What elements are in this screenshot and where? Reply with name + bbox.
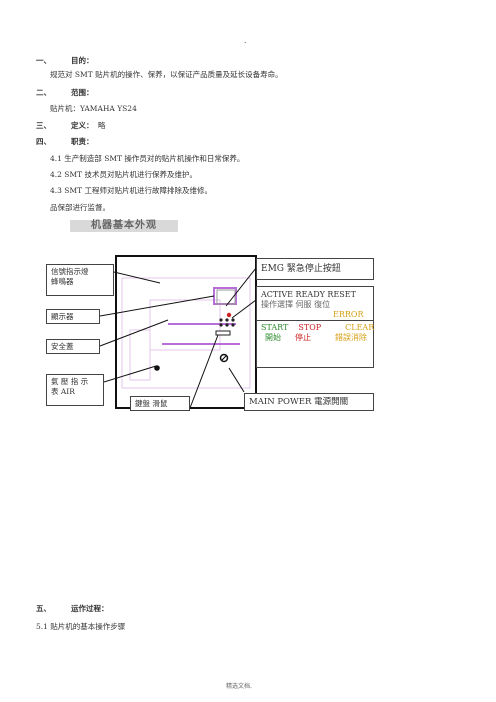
section-5-title: 运作过程： <box>71 604 109 613</box>
clear-cn-label: 錯誤消除 <box>335 333 367 342</box>
buttons-cn-label: 操作選擇 伺服 復位 <box>261 300 331 309</box>
section-1-body: 规范对 SMT 贴片机的操作、保养，以保证产品质量及延长设备寿命。 <box>50 70 283 79</box>
display-box <box>216 289 236 305</box>
footer-text: 精选文档. <box>226 683 252 690</box>
keyboard-slot <box>215 330 231 336</box>
stop-label: STOP <box>298 323 322 332</box>
section-4-item-2: 4.2 SMT 技术员对贴片机进行保养及维护。 <box>50 170 198 179</box>
section-4-note: 品保部进行监督。 <box>50 203 110 212</box>
emg-label: EMG 緊急停止按鈕 <box>261 264 341 274</box>
control-button-dots <box>219 312 235 327</box>
main-power-callout: MAIN POWER 電源開關 <box>244 393 374 411</box>
keyboard-mouse-callout: 鍵盤 滑鼠 <box>130 396 190 411</box>
section-2-title: 范围： <box>71 88 94 97</box>
section-3-number: 三、 <box>36 121 51 130</box>
section-5-item: 5.1 贴片机的基本操作步骤 <box>36 622 126 631</box>
section-4-item-3: 4.3 SMT 工程师对贴片机进行故障排除及维修。 <box>50 186 213 195</box>
signal-light-label: 信號指示燈 <box>51 267 89 276</box>
control-buttons-callout: ACTIVE READY RESET 操作選擇 伺服 復位 ERROR STAR… <box>256 286 374 368</box>
section-3-title: 定义： <box>71 121 94 130</box>
error-label: ERROR <box>333 310 364 319</box>
leader-lines <box>99 267 257 409</box>
signal-light-buzzer-callout: 信號指示燈 蜂鳴器 <box>46 264 114 296</box>
section-1-number: 一、 <box>36 56 51 65</box>
section-4-number: 四、 <box>36 137 51 146</box>
buzzer-label: 蜂鳴器 <box>51 277 74 286</box>
emg-callout: EMG 緊急停止按鈕 <box>256 258 374 280</box>
display-label: 顯示器 <box>51 312 74 321</box>
section-3-body: 略 <box>98 121 106 130</box>
start-cn-label: 開始 <box>265 333 281 342</box>
section-4-item-1: 4.1 生产制造部 SMT 操作员对的贴片机操作和日常保养。 <box>50 154 245 163</box>
section-2-body: 贴片机：YAMAHA YS24 <box>50 104 137 113</box>
section-4-title: 职责： <box>71 137 94 146</box>
section-2-number: 二、 <box>36 88 51 97</box>
safety-cover-label: 安全蓋 <box>51 342 74 351</box>
callout-divider <box>257 320 373 321</box>
start-label: START <box>261 323 289 332</box>
machine-appearance-banner: 机器基本外观 <box>70 220 178 232</box>
buttons-en-label: ACTIVE READY RESET <box>261 290 356 299</box>
machine-sketch <box>121 277 251 389</box>
main-power-label: MAIN POWER 電源開關 <box>249 397 349 407</box>
header-mark: . <box>244 36 247 45</box>
section-5-number: 五、 <box>36 604 51 613</box>
safety-cover-callout: 安全蓋 <box>46 339 100 354</box>
air-gauge-callout: 氣 壓 指 示 表 AIR <box>46 374 104 406</box>
section-1-title: 目的： <box>71 56 94 65</box>
stop-cn-label: 停止 <box>295 333 311 342</box>
keyboard-mouse-label: 鍵盤 滑鼠 <box>135 399 168 408</box>
display-callout: 顯示器 <box>46 309 100 324</box>
air-gauge-label-1: 氣 壓 指 示 <box>51 377 89 386</box>
clear-label: CLEAR <box>345 323 375 332</box>
air-gauge-label-2: 表 AIR <box>51 387 75 396</box>
